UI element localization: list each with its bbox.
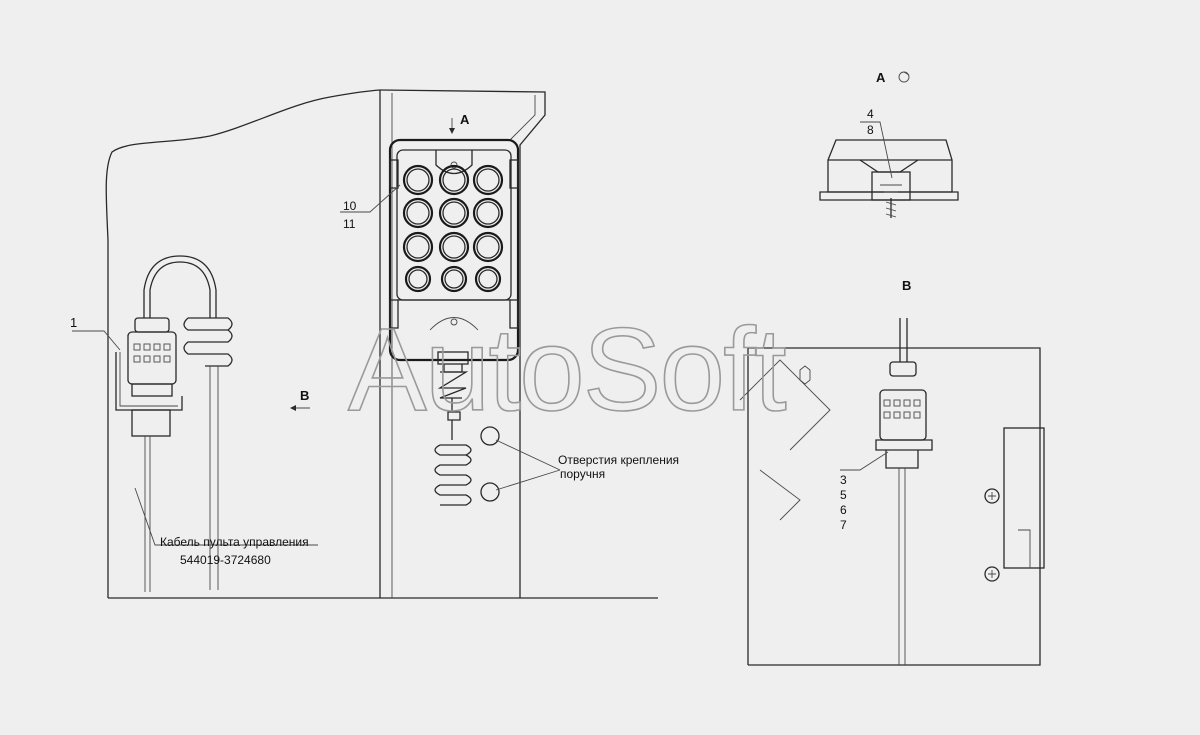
- pendant-cable-coil: [434, 351, 472, 506]
- pendant-button-ring: [404, 265, 432, 293]
- connector-pin: [913, 411, 921, 419]
- view-a-title: A: [876, 70, 886, 85]
- pendant-button-ring: [406, 201, 430, 225]
- pendant-button-ring: [438, 231, 470, 263]
- callout-1: 1: [70, 315, 121, 351]
- cable-label-line2: 544019-3724680: [180, 553, 271, 567]
- left-connector-assembly: [115, 255, 233, 592]
- pendant-button-ring: [440, 265, 468, 293]
- cable-label-line1: Кабель пульта управления: [160, 535, 309, 549]
- pendant-button-ring: [438, 164, 470, 196]
- connector-pin: [153, 355, 161, 363]
- pendant-button-ring: [442, 168, 466, 192]
- holes-label-line2: поручня: [560, 467, 605, 481]
- view-b-arrow: B: [290, 388, 310, 411]
- connector-pin: [133, 343, 141, 351]
- pendant-button-ring: [476, 168, 500, 192]
- pendant-button-ring: [472, 164, 504, 196]
- pendant-button-ring: [472, 197, 504, 229]
- view-a-arrow: A: [449, 112, 470, 134]
- view-a-arrow-label: A: [460, 112, 470, 127]
- pendant-button-ring: [474, 265, 502, 293]
- pendant-button-ring: [402, 164, 434, 196]
- callout-10-label: 10: [343, 199, 357, 213]
- connector-pin: [143, 343, 151, 351]
- callout-3-label: 3: [840, 473, 847, 487]
- cable-label: Кабель пульта управления 544019-3724680: [134, 487, 318, 567]
- connector-pin: [893, 399, 901, 407]
- callout-5-label: 5: [840, 488, 847, 502]
- cab-panel-outline: [105, 89, 658, 599]
- callout-10-11: 10 11: [340, 184, 401, 231]
- view-b-title: B: [902, 278, 911, 293]
- connector-pin: [133, 355, 141, 363]
- view-a-detail: A 4 8: [819, 70, 959, 218]
- pendant-button-ring: [406, 235, 430, 259]
- callout-8-label: 8: [867, 123, 874, 137]
- connector-pin: [893, 411, 901, 419]
- pendant-buttons: [402, 164, 504, 293]
- pendant-button-ring: [476, 235, 500, 259]
- callout-1-label: 1: [70, 315, 77, 330]
- connector-pin: [153, 343, 161, 351]
- handrail-holes: Отверстия крепления поручня: [480, 426, 679, 502]
- pendant-button-ring: [444, 269, 464, 289]
- callout-11-label: 11: [343, 217, 356, 231]
- pendant-button-ring: [472, 231, 504, 263]
- pendant-button-ring: [402, 197, 434, 229]
- connector-pin: [913, 399, 921, 407]
- pendant-button-ring: [478, 269, 498, 289]
- view-b-detail: B 3 5 6 7: [739, 278, 1045, 666]
- callout-4-label: 4: [867, 107, 874, 121]
- pendant-button-ring: [442, 201, 466, 225]
- control-pendant: [388, 138, 520, 362]
- pendant-button-ring: [406, 168, 430, 192]
- callout-6-label: 6: [840, 503, 847, 517]
- pendant-button-ring: [442, 235, 466, 259]
- connector-pin: [903, 411, 911, 419]
- callout-7-label: 7: [840, 518, 847, 532]
- pendant-button-ring: [476, 201, 500, 225]
- watermark: AutoSoft: [348, 304, 786, 436]
- connector-pin: [163, 355, 171, 363]
- connector-pin: [883, 399, 891, 407]
- holes-label-line1: Отверстия крепления: [558, 453, 679, 467]
- view-b-arrow-label: B: [300, 388, 309, 403]
- pendant-button-ring: [438, 197, 470, 229]
- connector-pin: [903, 399, 911, 407]
- connector-pin: [143, 355, 151, 363]
- connector-pin: [883, 411, 891, 419]
- pendant-button-ring: [402, 231, 434, 263]
- connector-pin: [163, 343, 171, 351]
- pendant-button-ring: [408, 269, 428, 289]
